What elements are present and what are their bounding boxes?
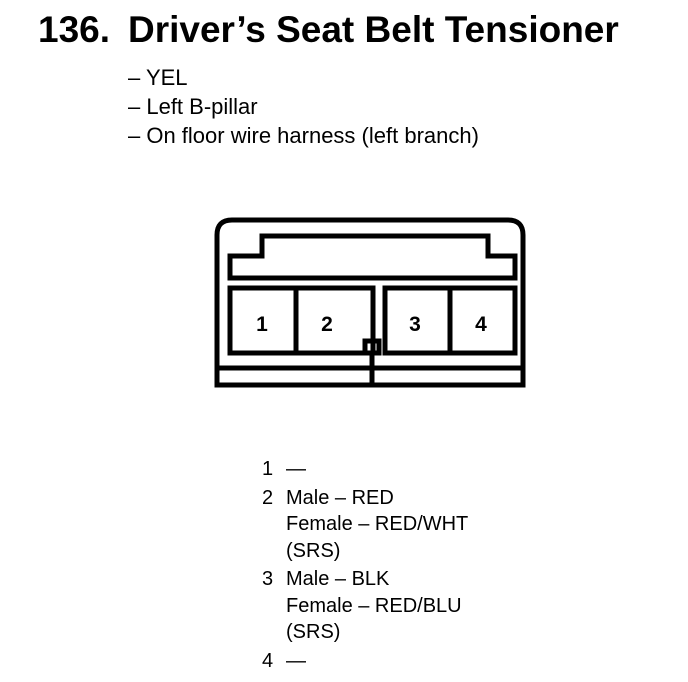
pinout-row-1: 1 —: [262, 456, 468, 483]
connector-color: – YEL: [128, 65, 188, 90]
connector-latch: [227, 233, 518, 281]
pinout-line: Male – BLK: [286, 568, 390, 590]
page-title: 136. Driver’s Seat Belt Tensioner: [38, 6, 619, 54]
connector-info-list: – YEL – Left B-pillar – On floor wire ha…: [128, 63, 479, 150]
pinout-row-3: 3 Male – BLK Female – RED/BLU (SRS): [262, 566, 468, 646]
pinout-line: —: [286, 649, 306, 672]
pinout-line: Male – RED: [286, 486, 394, 509]
connector-diagram: 1 2 3 4: [214, 217, 526, 388]
pin-label-3: 3: [409, 313, 421, 336]
pinout-line: —: [286, 458, 306, 480]
title-text: Driver’s Seat Belt Tensioner: [128, 9, 619, 50]
pin-label-4: 4: [475, 313, 487, 336]
pinout-number: 2: [262, 486, 274, 509]
pinout-number: 1: [262, 458, 274, 480]
pinout-line: (SRS): [286, 539, 341, 562]
pinout-line: (SRS): [286, 621, 341, 643]
pin-label-2: 2: [321, 313, 333, 336]
pinout-number: 3: [262, 568, 274, 590]
cavity-group-left: [227, 285, 376, 356]
pinout-number: 4: [262, 649, 274, 672]
connector-housing: [214, 217, 526, 388]
pinout-row-2: 2 Male – RED Female – RED/WHT (SRS): [262, 485, 468, 565]
pinout-line: Female – RED/WHT: [286, 513, 469, 535]
pin-label-1: 1: [256, 313, 268, 336]
connector-location: – Left B-pillar: [128, 94, 258, 119]
pinout-line: Female – RED/BLU: [286, 594, 462, 617]
connector-harness: – On floor wire harness (left branch): [128, 123, 479, 148]
pinout-list: 1 — 2 Male – RED Female – RED/WHT (SRS) …: [262, 456, 468, 676]
title-number: 136.: [38, 9, 111, 50]
pinout-row-4: 4 —: [262, 648, 468, 675]
